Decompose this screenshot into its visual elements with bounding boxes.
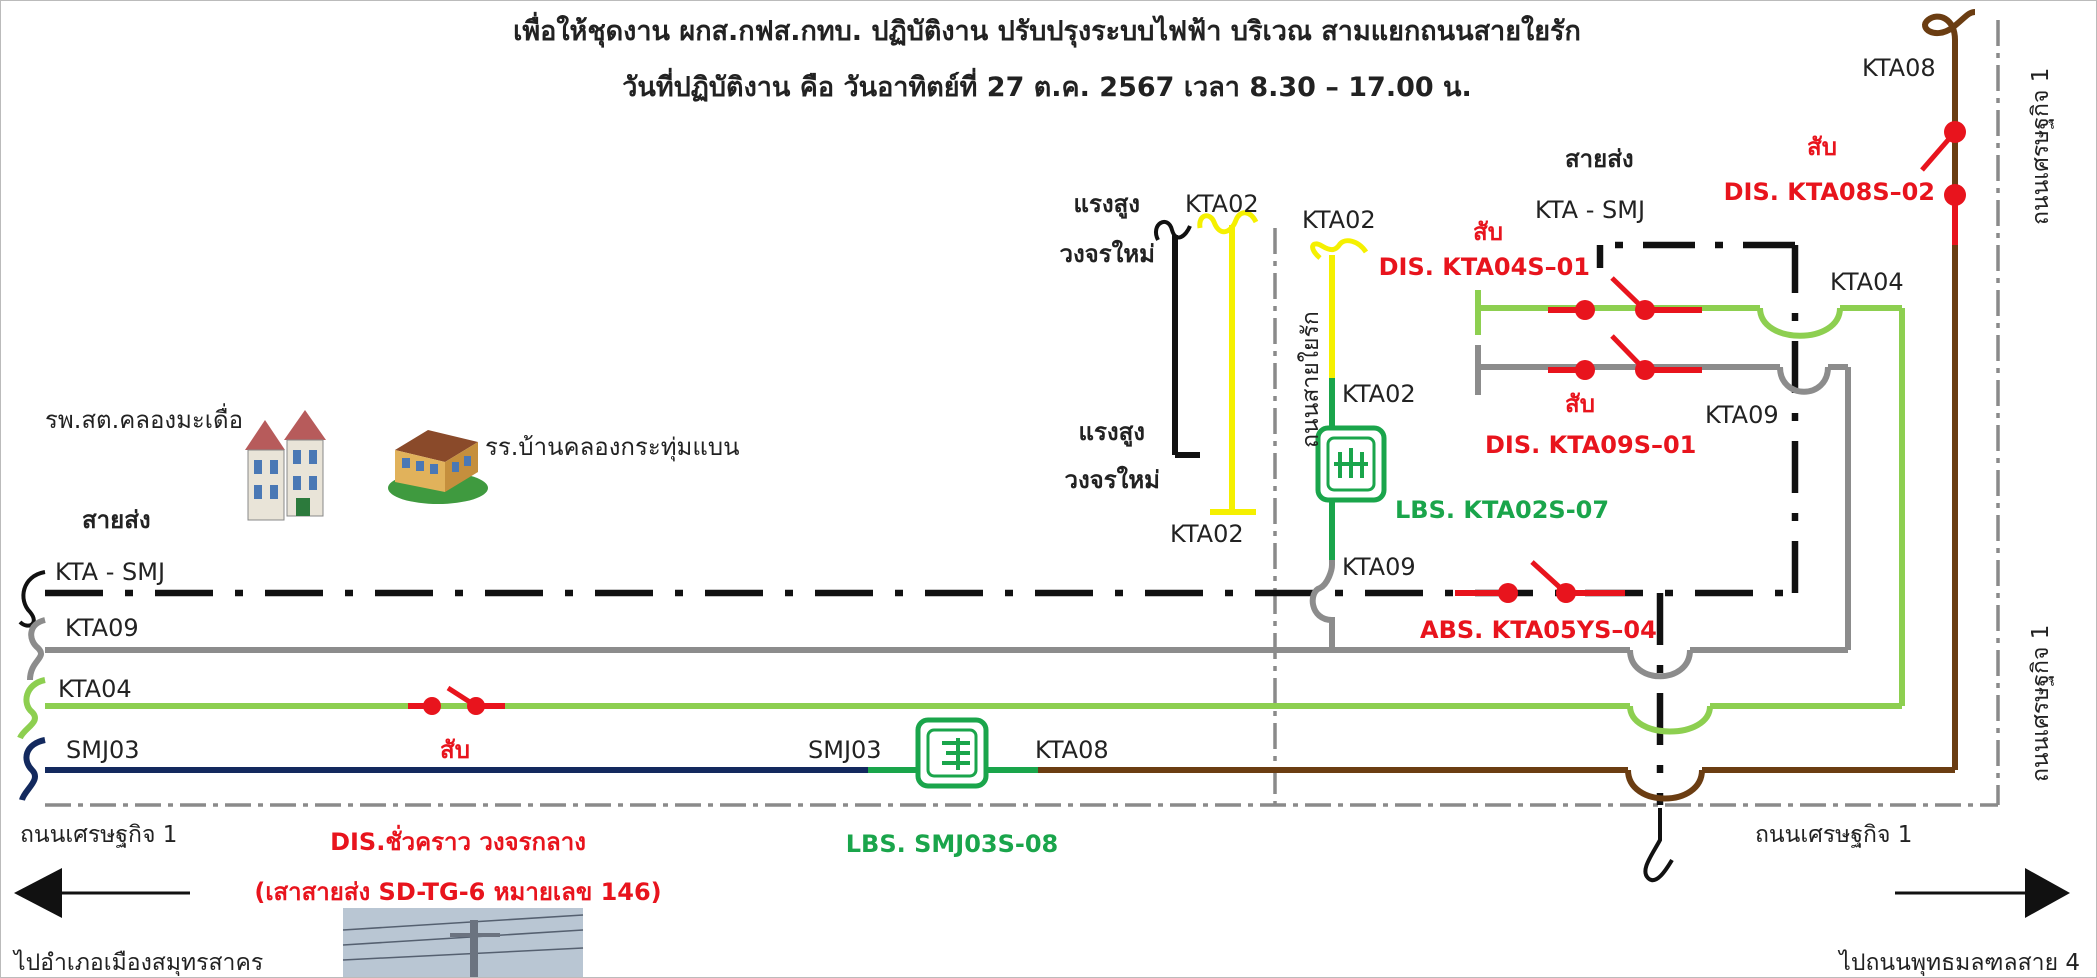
dis-temp-pole-label: (เสาสายส่ง SD-TG-6 หมายเลข 146): [254, 878, 661, 906]
transmission-label-left: สายส่ง: [82, 506, 151, 534]
lbs-smj03-icon: [915, 717, 989, 789]
switch-dis-kta04: [1548, 276, 1702, 320]
title-line-1: เพื่อให้ชุดงาน ผกส.กฟส.กทบ. ปฏิบัติงาน ป…: [513, 11, 1581, 48]
dis-kta08-label: DIS. KTA08S–02: [1724, 178, 1935, 206]
title-line-2: วันที่ปฏิบัติงาน คือ วันอาทิตย์ที่ 27 ต.…: [622, 67, 1472, 103]
feeder-label-smj03-left: SMJ03: [66, 736, 140, 764]
switch-abs-kta05: [1455, 560, 1625, 603]
dis-temp-label: DIS.ชั่วคราว วงจรกลาง: [330, 824, 586, 856]
switch-dis-temp: [408, 685, 505, 715]
dis-kta09-label: DIS. KTA09S–01: [1485, 431, 1696, 459]
road-label-bottom-right: ถนนเศรษฐกิจ 1: [1755, 822, 1912, 848]
lbs-kta02-label: LBS. KTA02S-07: [1395, 496, 1609, 524]
open-switch-label-kta04: สับ: [1473, 218, 1503, 246]
feeder-label-kta02-hv-bottom: KTA02: [1170, 520, 1244, 548]
switch-dis-kta09: [1548, 334, 1702, 380]
new-circuit-label-bottom: วงจรใหม่: [1064, 465, 1160, 494]
school-label: รร.บ้านคลองกระทุ่มแบน: [485, 433, 739, 462]
feeder-label-kta02-top: KTA02: [1302, 206, 1376, 234]
transmission-label-right: สายส่ง: [1565, 145, 1634, 173]
lbs-kta02-icon: [1315, 425, 1387, 503]
feeder-label-kta-smj-left: KTA - SMJ: [55, 558, 165, 586]
open-switch-label-kta08: สับ: [1807, 133, 1837, 161]
open-switch-label-kta09: สับ: [1565, 390, 1595, 418]
feeder-label-kta02-hv-top: KTA02: [1185, 190, 1259, 218]
feeder-label-kta04-right: KTA04: [1830, 268, 1904, 296]
line-kta08: [1038, 9, 1976, 802]
school-icon: [388, 430, 488, 504]
road-boundaries: [45, 20, 2000, 807]
road-label-right-top: ถนนเศรษฐกิจ 1: [2028, 68, 2054, 225]
pole-photo: [342, 908, 584, 978]
feeder-label-smj03-mid: SMJ03: [808, 736, 882, 764]
abs-kta05-label: ABS. KTA05YS–04: [1420, 616, 1657, 644]
feeder-label-kta08-mid: KTA08: [1035, 736, 1109, 764]
feeder-label-kta04-left: KTA04: [58, 675, 132, 703]
feeder-label-kta09-mid: KTA09: [1342, 553, 1416, 581]
road-label-right-bottom: ถนนเศรษฐกิจ 1: [2028, 625, 2054, 782]
new-circuit-label-top: วงจรใหม่: [1059, 239, 1155, 268]
feeder-label-kta09-left: KTA09: [65, 614, 139, 642]
line-kta-smj: [18, 241, 1799, 882]
hv-label-top: แรงสูง: [1074, 190, 1140, 219]
open-switch-label-temp: สับ: [440, 736, 470, 764]
feeder-label-kta08-right: KTA08: [1862, 54, 1936, 82]
line-kta09: [27, 345, 1851, 681]
direction-left-label: ไปอำเภอเมืองสมุทรสาคร: [12, 949, 263, 976]
feeder-label-kta-smj-right: KTA - SMJ: [1535, 196, 1645, 224]
hv-new-circuit: [1154, 210, 1259, 515]
direction-right-label: ไปถนนพุทธมลฑลสาย 4: [1837, 949, 2080, 976]
feeder-label-kta02-mid: KTA02: [1342, 380, 1416, 408]
arrow-right-icon: [1895, 868, 2070, 918]
lbs-smj03-label: LBS. SMJ03S-08: [846, 830, 1058, 858]
road-label-bottom-left: ถนนเศรษฐกิจ 1: [20, 822, 177, 848]
feeder-label-kta09-right: KTA09: [1705, 401, 1779, 429]
hv-label-bottom: แรงสูง: [1079, 418, 1145, 447]
clinic-label: รพ.สต.คลองมะเดื่อ: [45, 403, 243, 434]
dis-kta04-label: DIS. KTA04S–01: [1379, 253, 1590, 281]
line-kta04: [17, 290, 1905, 740]
arrow-left-icon: [14, 868, 190, 918]
switch-dis-kta08: [1920, 121, 1966, 245]
line-smj03: [19, 737, 868, 802]
road-label-saiyairak: ถนนสายใยรัก: [1297, 311, 1324, 448]
building-icon: [245, 410, 326, 521]
line-kta02: [1310, 238, 1369, 560]
